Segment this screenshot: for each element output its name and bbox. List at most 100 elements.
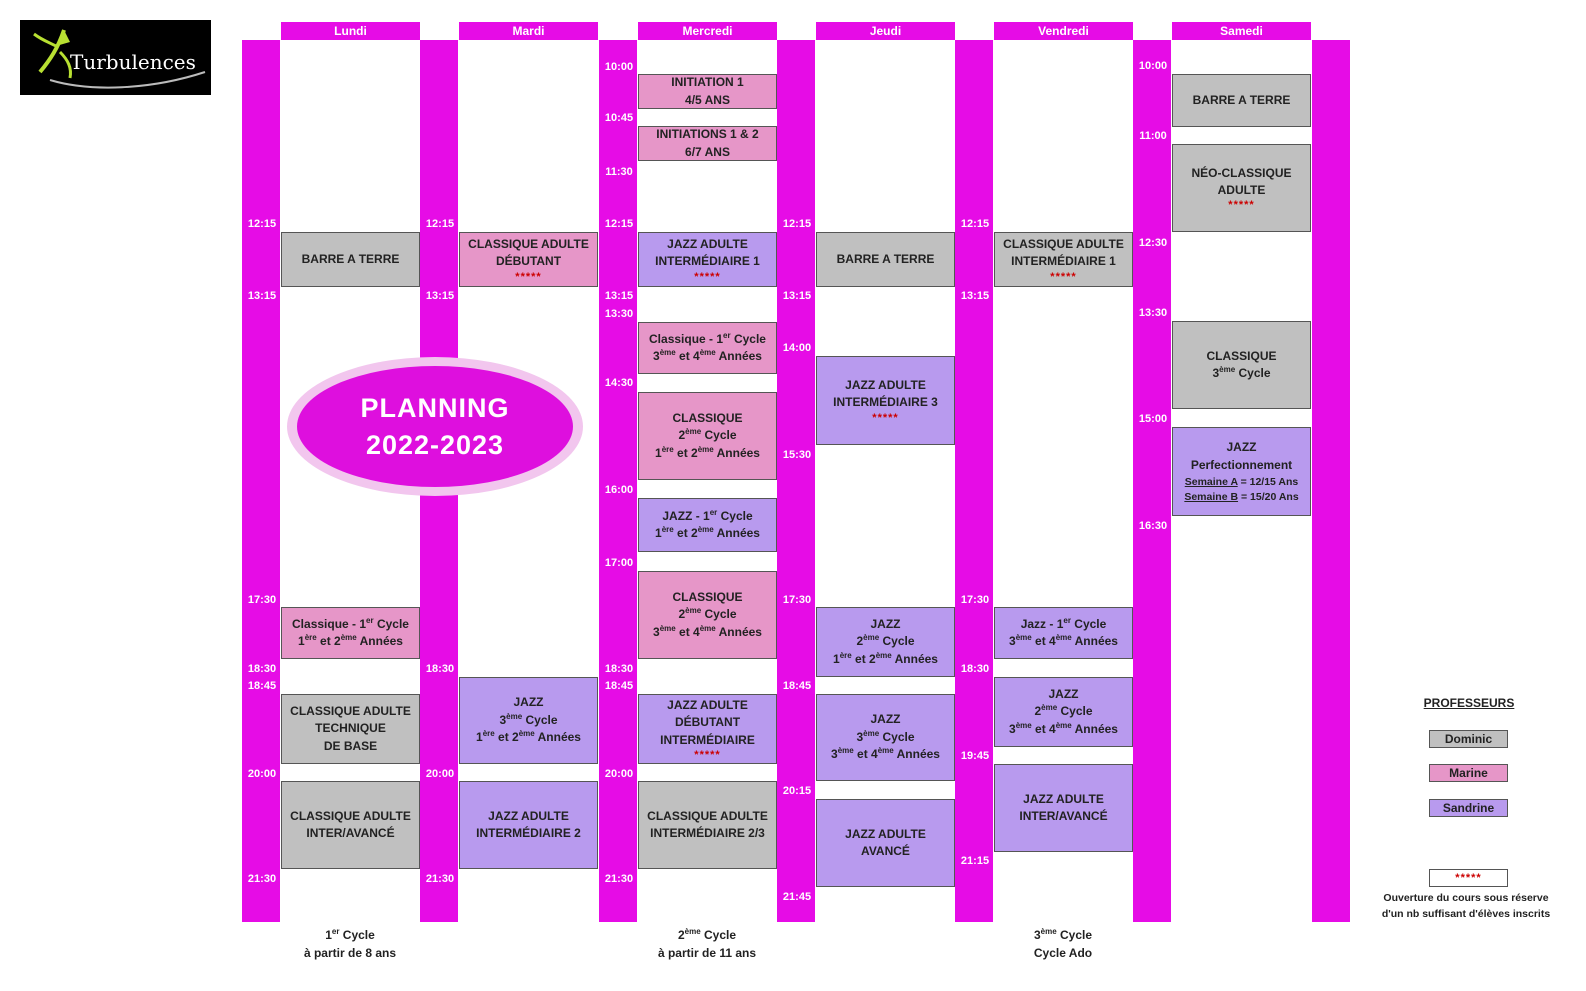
legend-stars: *****: [1429, 869, 1508, 887]
class-block[interactable]: JAZZ ADULTE INTERMÉDIAIRE 2: [459, 781, 598, 869]
day-header-mardi: Mardi: [459, 22, 598, 40]
time-label: 21:30: [247, 873, 277, 885]
time-label: 19:45: [960, 750, 990, 762]
class-block[interactable]: Jazz - 1er Cycle 3ème et 4ème Années: [994, 607, 1133, 659]
class-line-1: CLASSIQUE ADULTE: [468, 237, 589, 252]
class-line-1: CLASSIQUE ADULTE: [1003, 237, 1124, 252]
time-label: 12:30: [1138, 237, 1168, 249]
class-block[interactable]: Classique - 1er Cycle 3ème et 4ème Année…: [638, 322, 777, 374]
time-label: 12:15: [782, 218, 812, 230]
class-block[interactable]: CLASSIQUE ADULTE INTER/AVANCÉ: [281, 781, 420, 869]
time-label: 13:15: [604, 290, 634, 302]
class-line-1: INITIATIONS 1 & 2: [656, 127, 759, 142]
class-line-2: 3ème et 4ème Années: [1009, 633, 1118, 649]
class-week-b: Semaine B = 15/20 Ans: [1184, 490, 1299, 503]
reserve-stars: *****: [1050, 270, 1077, 283]
day-header-samedi: Samedi: [1172, 22, 1311, 40]
time-bar-1: [242, 40, 280, 922]
time-label: 12:15: [425, 218, 455, 230]
class-block[interactable]: BARRE A TERRE: [281, 232, 420, 287]
class-block[interactable]: JAZZ 2ème Cycle 1ère et 2ème Années: [816, 607, 955, 677]
time-label: 13:15: [782, 290, 812, 302]
class-title: CLASSIQUE: [672, 589, 743, 604]
class-years: 3ème et 4ème Années: [831, 746, 940, 762]
time-label: 14:30: [604, 377, 634, 389]
class-block[interactable]: CLASSIQUE 3ème Cycle: [1172, 321, 1311, 409]
time-label: 21:30: [604, 873, 634, 885]
class-block[interactable]: Classique - 1er Cycle 1ère et 2ème Année…: [281, 607, 420, 659]
time-label: 17:30: [247, 594, 277, 606]
time-label: 15:00: [1138, 413, 1168, 425]
legend-sandrine: Sandrine: [1429, 799, 1508, 817]
class-block[interactable]: INITIATION 1 4/5 ANS: [638, 74, 777, 109]
class-block[interactable]: CLASSIQUE ADULTE DÉBUTANT *****: [459, 232, 598, 287]
legend-title: PROFESSEURS: [1423, 696, 1515, 710]
class-years: 1ère et 2ème Années: [833, 650, 938, 666]
class-line-2: INTERMÉDIAIRE 1: [655, 254, 760, 269]
class-block[interactable]: BARRE A TERRE: [1172, 74, 1311, 127]
class-line-2: INTERMÉDIAIRE 3: [833, 395, 938, 410]
time-label: 18:45: [604, 680, 634, 692]
class-block[interactable]: CLASSIQUE ADULTE TECHNIQUE DE BASE: [281, 694, 420, 764]
time-bar-5: [955, 40, 993, 922]
time-label: 10:00: [604, 61, 634, 73]
class-years: 3ème et 4ème Années: [1009, 720, 1118, 736]
class-line-2: 3ème et 4ème Années: [653, 348, 762, 364]
time-label: 21:15: [960, 855, 990, 867]
class-block[interactable]: CLASSIQUE 2ème Cycle 1ère et 2ème Années: [638, 392, 777, 480]
class-block[interactable]: JAZZ ADULTE INTER/AVANCÉ: [994, 764, 1133, 852]
class-line-1: NÉO-CLASSIQUE: [1191, 165, 1292, 180]
legend-marine: Marine: [1429, 764, 1508, 782]
class-cycle: 2ème Cycle: [856, 633, 915, 649]
time-label: 11:30: [605, 166, 633, 178]
class-block[interactable]: INITIATIONS 1 & 2 6/7 ANS: [638, 126, 777, 161]
class-title: JAZZ: [1048, 686, 1079, 701]
class-cycle: 2ème Cycle: [678, 427, 737, 443]
class-line-2: 6/7 ANS: [685, 144, 730, 159]
day-header-vendredi: Vendredi: [994, 22, 1133, 40]
class-block[interactable]: JAZZ ADULTE DÉBUTANT INTERMÉDIAIRE *****: [638, 694, 777, 764]
class-line-2: INTERMÉDIAIRE 2: [476, 826, 581, 840]
class-block[interactable]: JAZZ ADULTE AVANCÉ: [816, 799, 955, 887]
class-block[interactable]: CLASSIQUE ADULTE INTERMÉDIAIRE 2/3: [638, 781, 777, 869]
class-block[interactable]: JAZZ 3ème Cycle 1ère et 2ème Années: [459, 677, 598, 764]
class-line-1: JAZZ: [1226, 440, 1257, 455]
class-block[interactable]: JAZZ Perfectionnement Semaine A = 12/15 …: [1172, 427, 1311, 516]
class-line-1: CLASSIQUE ADULTE: [647, 808, 768, 823]
class-line-1: JAZZ ADULTE: [845, 378, 926, 393]
reserve-stars: *****: [694, 270, 721, 283]
class-line-1: Jazz - 1er Cycle: [1020, 615, 1107, 631]
logo-text: Turbulences: [70, 50, 196, 74]
class-line-2: INTER/AVANCÉ: [306, 826, 395, 840]
time-label: 10:00: [1138, 60, 1168, 72]
footer-cycle-1: 1er Cycle à partir de 8 ans: [303, 927, 397, 961]
time-label: 12:15: [604, 218, 634, 230]
time-label: 13:30: [604, 308, 634, 320]
time-label: 11:00: [1139, 130, 1167, 142]
class-line-1: Classique - 1er Cycle: [292, 615, 409, 631]
time-label: 14:00: [782, 342, 812, 354]
class-block[interactable]: CLASSIQUE ADULTE INTERMÉDIAIRE 1 *****: [994, 232, 1133, 287]
class-line-1: JAZZ ADULTE: [667, 697, 748, 712]
class-line-1: JAZZ ADULTE: [667, 237, 748, 252]
class-line-2: INTERMÉDIAIRE 1: [1011, 254, 1116, 269]
class-title: JAZZ: [870, 712, 901, 727]
class-block[interactable]: JAZZ 2ème Cycle 3ème et 4ème Années: [994, 677, 1133, 747]
time-label: 18:30: [425, 663, 455, 675]
time-label: 20:15: [782, 785, 812, 797]
class-block[interactable]: JAZZ ADULTE INTERMÉDIAIRE 3 *****: [816, 356, 955, 445]
class-block[interactable]: BARRE A TERRE: [816, 232, 955, 287]
class-block[interactable]: JAZZ - 1er Cycle 1ère et 2ème Années: [638, 498, 777, 552]
time-label: 18:30: [247, 663, 277, 675]
class-line-1: Classique - 1er Cycle: [649, 330, 766, 346]
time-bar-4: [777, 40, 815, 922]
time-label: 16:30: [1138, 520, 1168, 532]
turbulences-logo: Turbulences: [20, 20, 211, 95]
class-block[interactable]: JAZZ 3ème Cycle 3ème et 4ème Années: [816, 694, 955, 781]
class-line-2: AVANCÉ: [861, 844, 910, 858]
class-block[interactable]: JAZZ ADULTE INTERMÉDIAIRE 1 *****: [638, 232, 777, 287]
class-block[interactable]: NÉO-CLASSIQUE ADULTE *****: [1172, 144, 1311, 232]
time-bar-3: [599, 40, 637, 922]
class-line-2: Perfectionnement: [1190, 457, 1293, 472]
class-block[interactable]: CLASSIQUE 2ème Cycle 3ème et 4ème Années: [638, 571, 777, 659]
